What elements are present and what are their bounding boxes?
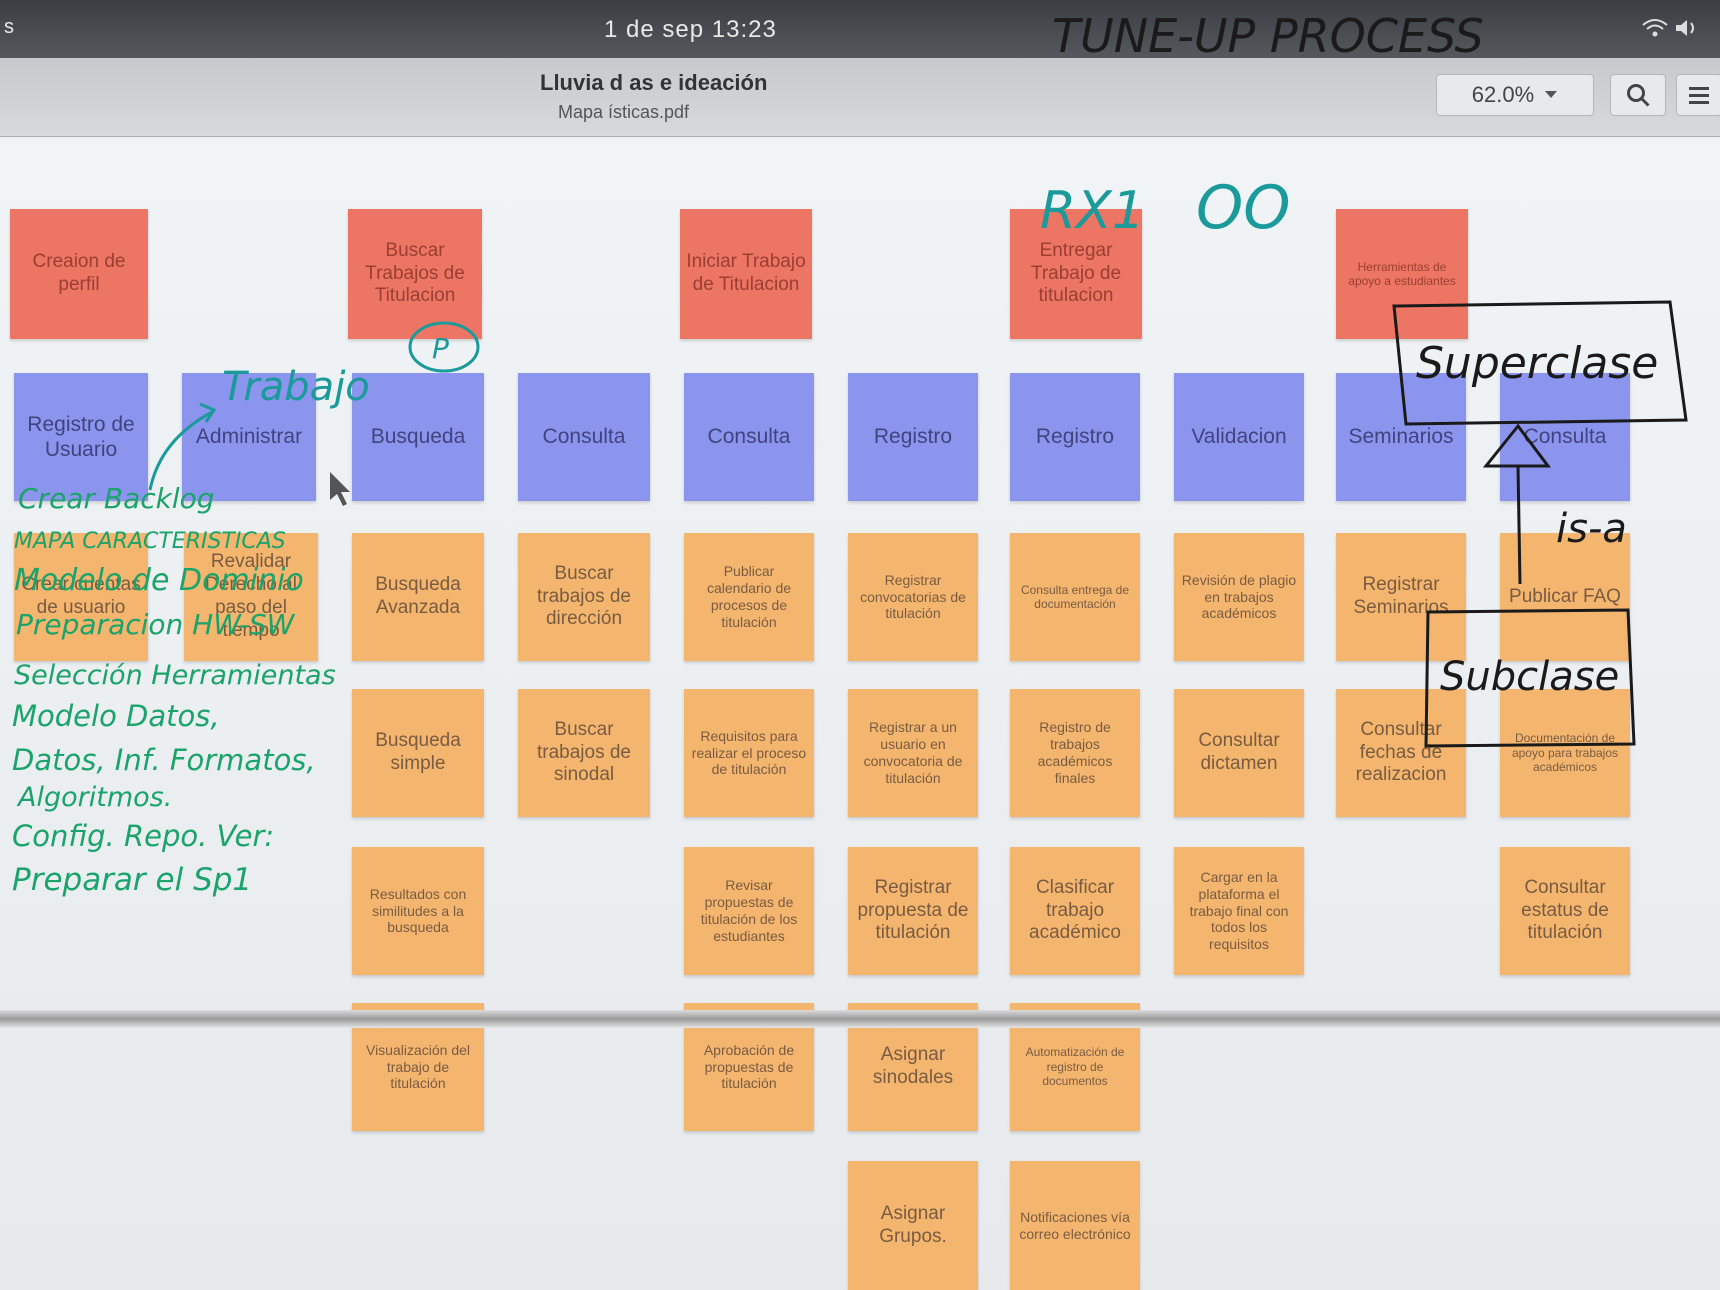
system-top-bar: s 1 de sep 13:23 xyxy=(0,0,1720,58)
system-clock[interactable]: 1 de sep 13:23 xyxy=(604,16,777,43)
blue-note-administrar: Administrar xyxy=(182,373,316,501)
blue-note-consulta-3: Consulta xyxy=(1500,373,1630,501)
zoom-value: 62.0% xyxy=(1471,82,1535,107)
document-title: Lluvia d as e ideación xyxy=(540,70,768,95)
system-tray[interactable] xyxy=(1642,18,1700,44)
orange-note-registrar-seminarios: Registrar Seminarios xyxy=(1336,533,1466,661)
orange-note-busqueda-avanzada: Busqueda Avanzada xyxy=(352,533,484,661)
orange-note-consultar-estatus: Consultar estatus de titulación xyxy=(1500,847,1630,975)
orange-note-registrar-usuario-convocatoria: Registrar a un usuario en convocatoria d… xyxy=(848,689,978,817)
orange-note-asignar-grupos: Asignar Grupos. xyxy=(848,1161,978,1290)
red-note-herramientas: Herramientas de apoyo a estudiantes xyxy=(1336,209,1468,339)
wifi-icon xyxy=(1642,19,1669,37)
orange-note-notificaciones: Notificaciones vía correo electrónico xyxy=(1010,1161,1140,1290)
document-header-bar: Lluvia d as e ideación Mapa ísticas.pdf … xyxy=(0,58,1720,137)
orange-note-cargar-plataforma: Cargar en la plataforma el trabajo final… xyxy=(1174,847,1304,975)
orange-note-consulta-entrega: Consulta entrega de documentación xyxy=(1010,533,1140,661)
orange-note-resultados: Resultados con similitudes a la busqueda xyxy=(352,847,484,975)
red-note-entregar-trabajo: Entregar Trabajo de titulacion xyxy=(1010,209,1142,339)
zoom-dropdown[interactable]: 62.0% xyxy=(1436,74,1594,116)
orange-note-publicar-faq: Publicar FAQ xyxy=(1500,533,1630,661)
blue-note-registro-usuario: Registro de Usuario xyxy=(14,373,148,501)
orange-note-revision-plagio: Revisión de plagio en trabajos académico… xyxy=(1174,533,1304,661)
blue-note-busqueda: Busqueda xyxy=(352,373,484,501)
orange-note-buscar-direccion: Buscar trabajos de dirección xyxy=(518,533,650,661)
red-note-buscar-trabajos: Buscar Trabajos de Titulacion xyxy=(348,209,482,339)
blue-note-seminarios: Seminarios xyxy=(1336,373,1466,501)
document-filename: Mapa ísticas.pdf xyxy=(558,102,690,122)
hamburger-menu-icon xyxy=(1689,87,1709,104)
orange-note-buscar-sinodal: Buscar trabajos de sinodal xyxy=(518,689,650,817)
whiteboard-rail xyxy=(0,1010,1720,1028)
orange-note-busqueda-simple: Busqueda simple xyxy=(352,689,484,817)
blue-note-validacion: Validacion xyxy=(1174,373,1304,501)
orange-note-registrar-convocatorias: Registrar convocatorias de titulación xyxy=(848,533,978,661)
orange-note-documentacion-apoyo: Documentación de apoyo para trabajos aca… xyxy=(1500,689,1630,817)
orange-note-requisitos: Requisitos para realizar el proceso de t… xyxy=(684,689,814,817)
volume-icon xyxy=(1676,20,1694,36)
activities-label[interactable]: s xyxy=(4,16,14,38)
orange-note-crear-cuentas: Crear cuentas de usuario xyxy=(14,533,148,661)
orange-note-clasificar: Clasificar trabajo académico xyxy=(1010,847,1140,975)
red-note-creacion-perfil: Creaion de perfil xyxy=(10,209,148,339)
blue-note-consulta-2: Consulta xyxy=(684,373,814,501)
blue-note-registro-1: Registro xyxy=(848,373,978,501)
orange-note-registrar-propuesta: Registrar propuesta de titulación xyxy=(848,847,978,975)
blue-note-registro-2: Registro xyxy=(1010,373,1140,501)
search-icon xyxy=(1627,84,1650,107)
orange-note-consultar-dictamen: Consultar dictamen xyxy=(1174,689,1304,817)
blue-note-consulta-1: Consulta xyxy=(518,373,650,501)
orange-note-registro-trabajos: Registro de trabajos académicos finales xyxy=(1010,689,1140,817)
orange-note-revalidar: Revalidar Derecho al paso del tiempo xyxy=(184,533,318,661)
orange-note-revisar-propuestas: Revisar propuestas de titulación de los … xyxy=(684,847,814,975)
chevron-down-icon xyxy=(1545,91,1558,98)
orange-note-publicar-calendario: Publicar calendario de procesos de titul… xyxy=(684,533,814,661)
document-canvas[interactable]: Creaion de perfil Buscar Trabajos de Tit… xyxy=(0,137,1720,1290)
red-note-iniciar-trabajo: Iniciar Trabajo de Titulacion xyxy=(680,209,812,339)
orange-note-consultar-fechas: Consultar fechas de realizacion xyxy=(1336,689,1466,817)
menu-button[interactable] xyxy=(1676,74,1720,116)
search-button[interactable] xyxy=(1610,74,1666,116)
